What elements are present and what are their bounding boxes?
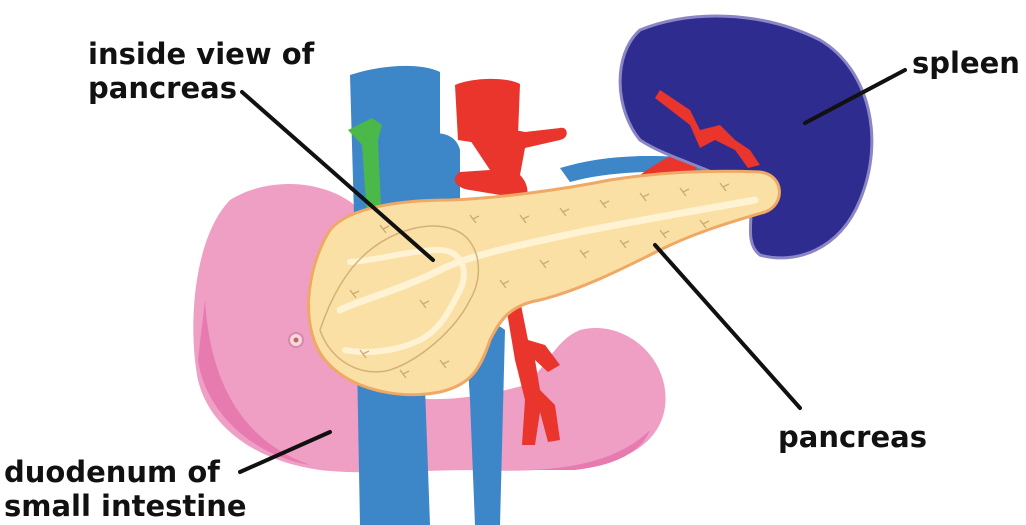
label-pancreas: pancreas	[778, 420, 927, 454]
label-duodenum-of-small-intestine: duodenum of small intestine	[4, 455, 247, 523]
label-spleen: spleen	[912, 46, 1020, 80]
label-inside-view-of-pancreas: inside view of pancreas	[88, 37, 314, 105]
leader-line-pancreas	[655, 245, 800, 408]
